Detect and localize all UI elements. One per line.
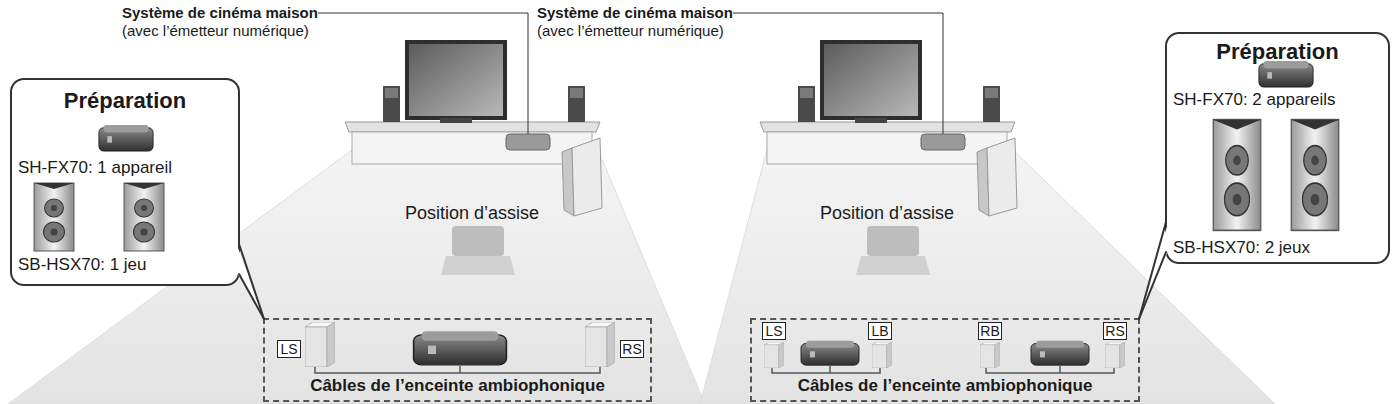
seating-label: Position d’assise (405, 203, 539, 224)
channel-name: RB (979, 323, 1001, 339)
callout-heading: Préparation (1167, 39, 1388, 64)
channel-tag: LS (277, 340, 301, 358)
channel-name: LS (278, 341, 300, 357)
satellite-speaker (585, 322, 615, 367)
channel-tag: RS (1103, 322, 1127, 340)
seating-label: Position d’assise (820, 203, 954, 224)
pointer-edge (1139, 252, 1166, 319)
satellite-speaker (872, 342, 892, 368)
channel-tag: RB (978, 322, 1002, 340)
model-quantity: SB-HSX70: 1 jeu (18, 255, 232, 275)
speaker-area: Câbles de l’enceinte ambiophonique LS LB RB… (750, 318, 1140, 402)
pointer-edge (1139, 222, 1166, 319)
pointer-fill (1139, 223, 1168, 319)
wireless-unit (801, 341, 859, 365)
satellite-speaker (305, 322, 335, 367)
channel-name: LB (869, 323, 891, 339)
channel-tag: LS (762, 322, 786, 340)
model-quantity: SB-HSX70: 2 jeux (1173, 238, 1382, 258)
home-theater-left (318, 13, 602, 275)
channel-name: RS (1104, 323, 1126, 339)
speaker-cable (315, 366, 600, 373)
model-quantity: SH-FX70: 1 appareil (18, 158, 232, 178)
system-title: Système de cinéma maison (122, 4, 318, 21)
satellite-speaker (764, 342, 784, 368)
system-subtitle: (avec l’émetteur numérique) (537, 22, 724, 39)
channel-tag: LB (868, 322, 892, 340)
preparation-callout: PréparationSH-FX70: 2 appareilsSB-HSX70:… (1165, 32, 1390, 264)
satellite-speaker (980, 342, 1000, 368)
cable-caption: Câbles de l’enceinte ambiophonique (265, 376, 650, 396)
cable-caption: Câbles de l’enceinte ambiophonique (752, 376, 1138, 396)
callout-pointer (237, 244, 264, 319)
pointer-edge (239, 274, 264, 319)
satellite-speaker (1105, 342, 1125, 368)
system-title: Système de cinéma maison (537, 4, 733, 21)
wireless-unit (1031, 341, 1089, 365)
home-theater-right (733, 13, 1017, 275)
pointer-fill (237, 245, 264, 319)
channel-tag: RS (620, 340, 644, 358)
pointer-edge (239, 244, 264, 319)
speaker-cable (772, 366, 1114, 373)
preparation-callout: PréparationSH-FX70: 1 appareilSB-HSX70: … (10, 78, 240, 286)
callout-heading: Préparation (12, 88, 238, 113)
channel-name: RS (621, 341, 643, 357)
speaker-area: Câbles de l’enceinte ambiophonique LS RS (263, 318, 652, 402)
callout-pointer (1139, 222, 1168, 319)
system-subtitle: (avec l’émetteur numérique) (122, 22, 309, 39)
model-quantity: SH-FX70: 2 appareils (1173, 90, 1382, 110)
channel-name: LS (763, 323, 785, 339)
wireless-unit (414, 331, 507, 365)
